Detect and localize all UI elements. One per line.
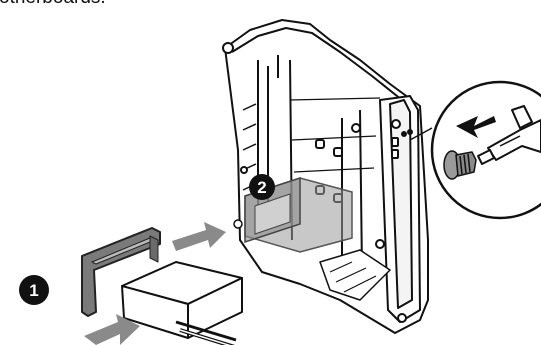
step-2-badge: 2 [249,174,275,200]
screw-detail-zoom [410,82,541,218]
pc-chassis [223,20,428,333]
power-supply-unit [122,262,242,345]
step-2-number: 2 [257,178,266,197]
step-1-badge: 1 [19,275,49,305]
insert-arrow-upper [172,222,226,251]
step-1-number: 1 [29,281,38,300]
